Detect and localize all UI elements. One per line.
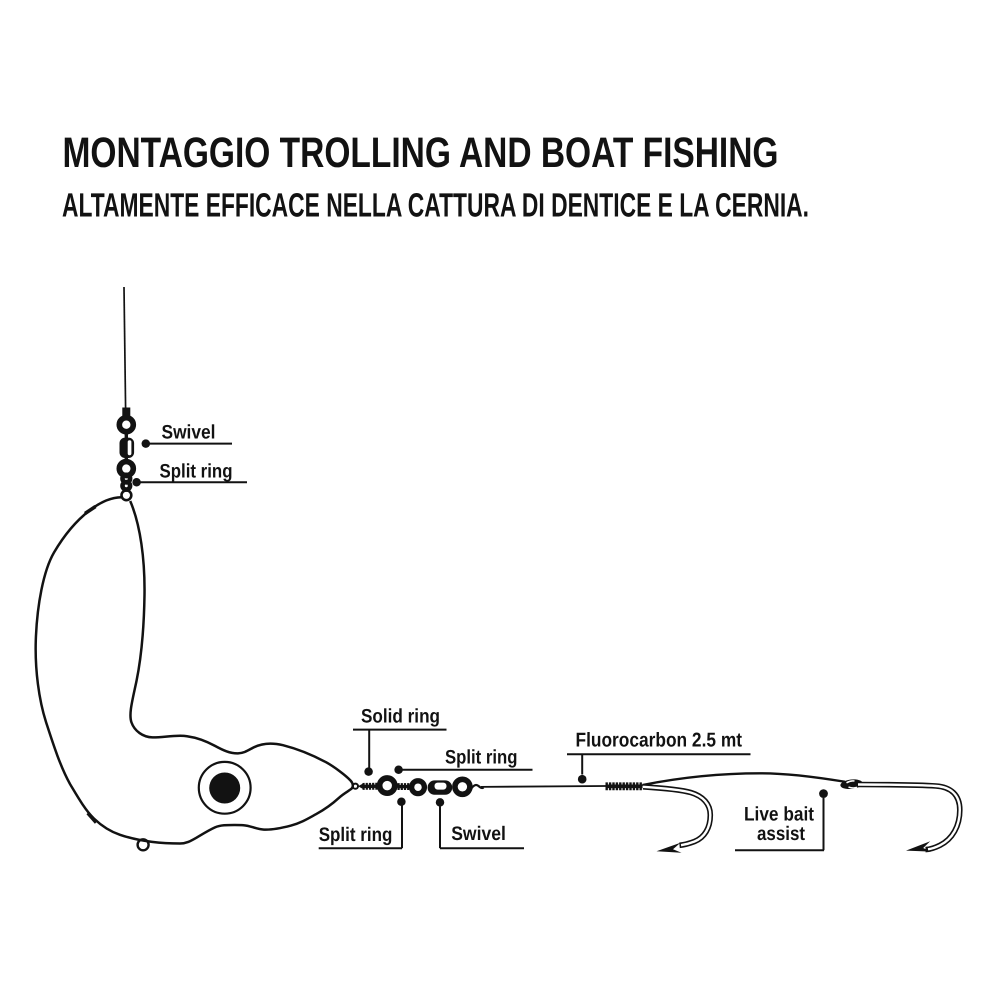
svg-text:Solid ring: Solid ring xyxy=(361,706,440,728)
svg-text:MONTAGGIO TROLLING AND BOAT FI: MONTAGGIO TROLLING AND BOAT FISHING xyxy=(63,129,779,177)
svg-text:Split ring: Split ring xyxy=(319,824,393,846)
svg-text:Split ring: Split ring xyxy=(445,747,518,769)
svg-text:Live bait: Live bait xyxy=(744,804,814,826)
svg-text:Fluorocarbon 2.5 mt: Fluorocarbon 2.5 mt xyxy=(576,730,743,752)
svg-text:Swivel: Swivel xyxy=(451,823,506,845)
svg-text:Split ring: Split ring xyxy=(160,461,233,483)
svg-text:ALTAMENTE EFFICACE NELLA CATTU: ALTAMENTE EFFICACE NELLA CATTURA DI DENT… xyxy=(62,188,809,225)
svg-text:Swivel: Swivel xyxy=(162,422,216,444)
svg-text:assist: assist xyxy=(757,823,805,845)
